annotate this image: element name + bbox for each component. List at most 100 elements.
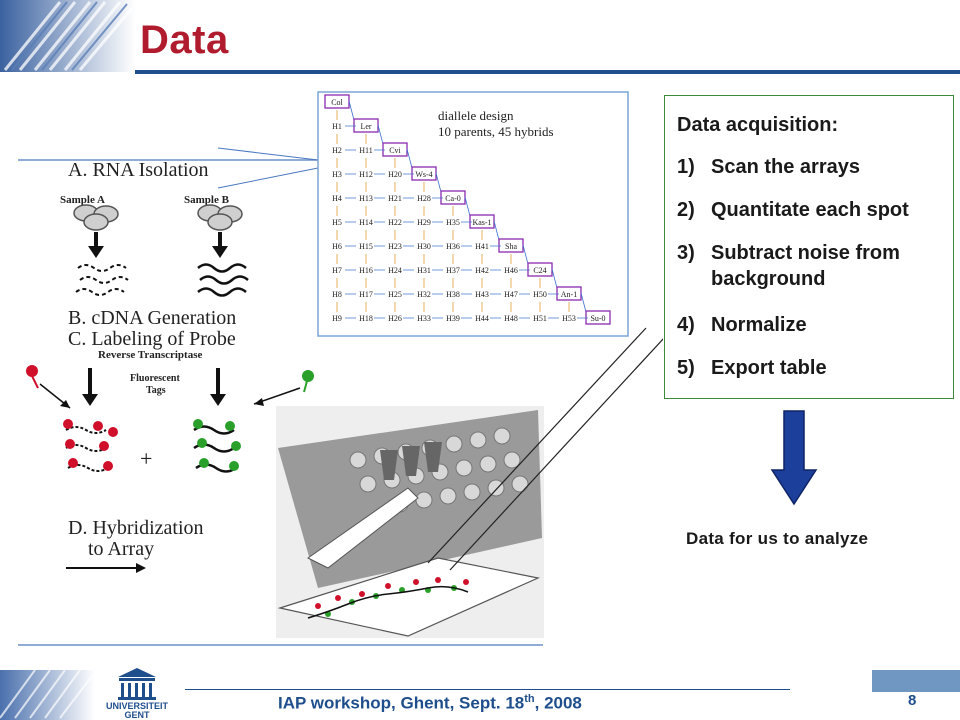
diallele-hybrid-label: H37	[446, 266, 460, 275]
page-number-box	[872, 670, 960, 692]
red-labeled-probes-icon	[63, 419, 118, 472]
universiteit-gent-logo: UNIVERSITEIT GENT	[106, 668, 169, 720]
diallele-hybrid-label: H16	[359, 266, 373, 275]
diallele-hybrid-label: H20	[388, 170, 402, 179]
diallele-hybrid-label: H41	[475, 242, 489, 251]
green-tag-icon	[302, 370, 314, 393]
step-text: Normalize	[711, 314, 807, 336]
red-tag-icon	[26, 365, 39, 389]
diallele-hybrid-label: H1	[332, 122, 342, 131]
rna-strands-icon	[75, 264, 129, 296]
arrayer-robot-image	[276, 406, 544, 638]
sample-a-cells-icon	[73, 204, 119, 231]
diallele-parent-label: C24	[533, 266, 546, 275]
section-d-label-line2: to Array	[88, 538, 154, 560]
green-labeled-probes-icon	[193, 419, 241, 473]
section-a-label: A. RNA Isolation	[68, 159, 209, 181]
footer-decoration	[0, 670, 95, 720]
fluorescent-label: Fluorescent	[130, 373, 180, 384]
diallele-hybrid-label: H42	[475, 266, 489, 275]
step-number: 4)	[677, 314, 695, 336]
diallele-hybrid-label: H28	[417, 194, 431, 203]
sample-a-label: Sample A	[60, 194, 105, 206]
diallele-parent-label: Ca-0	[445, 194, 461, 203]
diallele-parent-label: Su-0	[590, 314, 605, 323]
svg-text:UNIVERSITEIT: UNIVERSITEIT	[106, 701, 169, 711]
step-text: Subtract noise from background	[711, 242, 900, 290]
diallele-hybrid-label: H6	[332, 242, 342, 251]
diallele-hybrid-label: H36	[446, 242, 460, 251]
sample-b-cells-icon	[197, 204, 243, 231]
plus-sign: +	[140, 446, 152, 471]
section-c-label: C. Labeling of Probe	[68, 328, 236, 350]
diallele-hybrid-label: H47	[504, 290, 518, 299]
diallele-hybrid-label: H13	[359, 194, 373, 203]
diallele-hybrid-label: H38	[446, 290, 460, 299]
footer-rule	[185, 689, 790, 690]
diallele-hybrid-label: H50	[533, 290, 547, 299]
diallele-hybrid-label: H31	[417, 266, 431, 275]
diallele-hybrid-label: H3	[332, 170, 342, 179]
diallele-hybrid-label: H44	[475, 314, 489, 323]
step-text: Export table	[711, 357, 827, 379]
diallele-hybrid-label: H29	[417, 218, 431, 227]
diallele-hybrid-label: H9	[332, 314, 342, 323]
diallele-hybrid-label: H53	[562, 314, 576, 323]
diallele-hybrid-label: H8	[332, 290, 342, 299]
diallele-parent-label: Ler	[360, 122, 371, 131]
diallele-hybrid-label: H18	[359, 314, 373, 323]
diallele-hybrid-label: H23	[388, 242, 402, 251]
slide-title: Data	[140, 18, 229, 62]
step-number: 2)	[677, 199, 695, 221]
diallele-parent-label: Col	[331, 98, 343, 107]
diallele-table: diallele design 10 parents, 45 hybrids C…	[317, 91, 629, 337]
section-b-label: B. cDNA Generation	[68, 307, 236, 329]
labeling-arrows-icon	[82, 368, 226, 406]
diallele-hybrid-label: H35	[446, 218, 460, 227]
diallele-caption-line1: diallele design	[438, 108, 514, 123]
step-number: 5)	[677, 357, 695, 379]
diallele-parent-label: Sha	[505, 242, 517, 251]
down-arrow-icon	[770, 410, 818, 506]
section-d-label-line1: D. Hybridization	[68, 517, 204, 539]
diallele-parent-label: Cvi	[389, 146, 401, 155]
diallele-hybrid-label: H5	[332, 218, 342, 227]
data-acquisition-box: Data acquisition: 1) Scan the arrays 2) …	[664, 95, 954, 399]
microarray-illustration: A. RNA Isolation Sample A Sample B B. cD…	[18, 91, 663, 648]
diallele-hybrid-label: H14	[359, 218, 373, 227]
analysis-caption: Data for us to analyze	[686, 529, 869, 548]
step-text: Quantitate each spot	[711, 199, 909, 221]
diallele-hybrid-label: H25	[388, 290, 402, 299]
step-text: Scan the arrays	[711, 156, 860, 178]
diallele-parent-box	[585, 310, 611, 325]
header-rule	[135, 70, 960, 74]
diallele-hybrid-label: H32	[417, 290, 431, 299]
diallele-parent-label: An-1	[561, 290, 577, 299]
diallele-hybrid-label: H51	[533, 314, 547, 323]
diallele-hybrid-label: H43	[475, 290, 489, 299]
sample-b-label: Sample B	[184, 194, 230, 206]
diallele-caption-line2: 10 parents, 45 hybrids	[438, 124, 554, 139]
diallele-hybrid-label: H30	[417, 242, 431, 251]
diallele-hybrid-label: H48	[504, 314, 518, 323]
diallele-hybrid-label: H17	[359, 290, 373, 299]
diallele-hybrid-label: H11	[359, 146, 372, 155]
header-decoration	[0, 0, 135, 72]
step-number: 1)	[677, 156, 695, 178]
down-arrows-icon	[88, 232, 228, 258]
reverse-transcriptase-label: Reverse Transcriptase	[98, 349, 202, 361]
cdna-strands-icon	[197, 263, 249, 297]
diallele-parent-label: Kas-1	[472, 218, 491, 227]
diallele-hybrid-label: H4	[332, 194, 342, 203]
diallele-hybrid-label: H22	[388, 218, 402, 227]
diallele-hybrid-label: H24	[388, 266, 402, 275]
diallele-hybrid-label: H12	[359, 170, 373, 179]
diallele-hybrid-label: H39	[446, 314, 460, 323]
diallele-hybrid-label: H33	[417, 314, 431, 323]
step-number: 3)	[677, 242, 695, 264]
diallele-hybrid-label: H46	[504, 266, 518, 275]
diallele-hybrid-label: H7	[332, 266, 342, 275]
diallele-hybrid-label: H26	[388, 314, 402, 323]
diallele-hybrid-label: H2	[332, 146, 342, 155]
svg-text:GENT: GENT	[124, 710, 150, 720]
